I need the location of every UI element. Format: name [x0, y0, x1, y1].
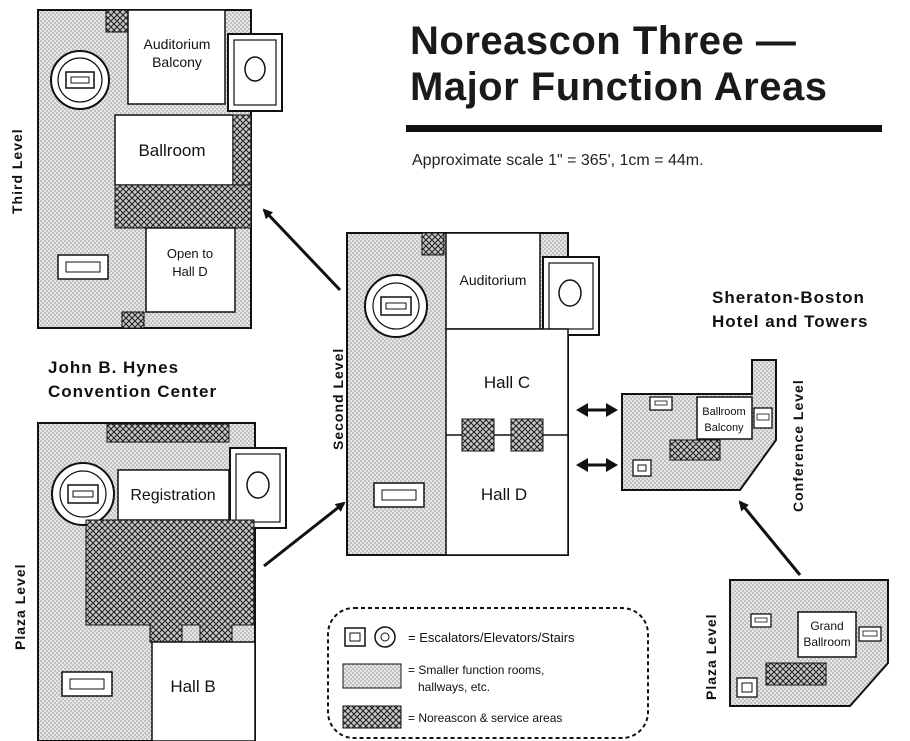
auditorium-room	[445, 232, 541, 330]
title-divider	[406, 125, 882, 132]
second-level-service-area	[421, 232, 445, 256]
registration-room	[117, 469, 230, 521]
map-title-line1: Noreascon Three —	[410, 19, 797, 63]
double-arrow-hall-c-link	[576, 403, 618, 417]
ballroom-room	[114, 114, 234, 186]
ballroom-balcony-label-2: Balcony	[704, 422, 744, 434]
hynes-venue-label: John B. Hynes Convention Center	[48, 356, 217, 404]
sheraton-venue-line2: Hotel and Towers	[712, 312, 869, 331]
elevator-icon	[246, 471, 270, 499]
third-level-service-area	[105, 9, 131, 33]
registration-label: Registration	[130, 487, 215, 504]
third-level-elevator-block	[227, 33, 283, 112]
escalator-square-icon	[632, 459, 652, 477]
grand-ballroom-label-2: Ballroom	[803, 635, 850, 649]
legend-escalators-text: = Escalators/Elevators/Stairs	[408, 630, 575, 645]
ballroom-balcony-room	[696, 396, 753, 440]
double-arrow-hall-d-link	[576, 458, 618, 472]
grand-ballroom-label-1: Grand	[810, 619, 843, 633]
stairs-icon	[753, 407, 773, 429]
hynes-plaza-level-plan	[37, 422, 287, 741]
legend-smaller-rooms-text-1: = Smaller function rooms,	[408, 663, 544, 677]
hall-b-room	[151, 641, 256, 741]
grand-ballroom-room	[797, 611, 857, 658]
hynes-venue-line2: Convention Center	[48, 382, 218, 401]
sheraton-venue-line1: Sheraton-Boston	[712, 288, 865, 307]
arrow-second-to-third	[262, 208, 342, 292]
legend-box	[327, 607, 649, 739]
map-title-line2: Major Function Areas	[410, 65, 828, 109]
plaza-level-service-strip	[106, 423, 230, 443]
auditorium-balcony-label-2: Balcony	[152, 54, 202, 70]
arrow-sheraton-plaza-to-conference	[738, 500, 802, 576]
sheraton-plaza-level-plan	[729, 579, 889, 707]
sheraton-conference-level-plan	[621, 359, 777, 491]
legend-crosshatch-swatch	[342, 705, 402, 729]
legend-dotted-swatch	[342, 663, 402, 689]
scale-note: Approximate scale 1" = 365', 1cm = 44m.	[412, 152, 704, 169]
open-to-hall-d-label-2: Hall D	[172, 264, 207, 279]
escalator-square-icon	[736, 677, 758, 698]
elevator-icon	[558, 279, 582, 307]
third-level-service-corner	[121, 311, 145, 329]
arrow-plaza-to-second	[263, 501, 346, 568]
hall-b-label: Hall B	[170, 677, 215, 696]
legend-escalator-square-icon	[344, 627, 366, 647]
stairs-icon	[750, 613, 772, 628]
hall-c-label: Hall C	[484, 373, 530, 392]
second-level-service-area	[461, 418, 495, 452]
auditorium-label: Auditorium	[460, 272, 527, 288]
hynes-venue-line1: John B. Hynes	[48, 358, 180, 377]
third-level-service-band	[114, 184, 252, 229]
stairs-icon	[858, 626, 882, 642]
legend-reserved-text: = Noreascon & service areas	[408, 711, 562, 725]
map-legend: = Escalators/Elevators/Stairs = Smaller …	[327, 607, 649, 739]
map-title: Noreascon Three — Major Function Areas	[410, 18, 890, 110]
hall-d-label: Hall D	[481, 485, 527, 504]
legend-smaller-rooms-text-2: hallways, etc.	[418, 680, 490, 694]
legend-elevator-circle-icon	[374, 626, 396, 648]
second-level-service-area	[510, 418, 544, 452]
auditorium-balcony-label-1: Auditorium	[144, 36, 211, 52]
open-to-hall-d-label-1: Open to	[167, 246, 213, 261]
conference-service-area	[669, 439, 721, 461]
sheraton-plaza-service-area	[765, 662, 827, 686]
sheraton-venue-label: Sheraton-Boston Hotel and Towers	[712, 286, 868, 334]
open-to-hall-d-area	[145, 227, 236, 313]
ballroom-balcony-label-1: Ballroom	[702, 406, 745, 418]
hynes-third-level-plan	[37, 9, 283, 329]
ballroom-label: Ballroom	[138, 141, 205, 160]
plaza-service-area	[85, 519, 255, 643]
hynes-second-level-plan	[346, 232, 600, 556]
elevator-icon	[244, 56, 266, 82]
auditorium-balcony-room	[127, 9, 226, 105]
stairs-icon	[649, 396, 673, 411]
